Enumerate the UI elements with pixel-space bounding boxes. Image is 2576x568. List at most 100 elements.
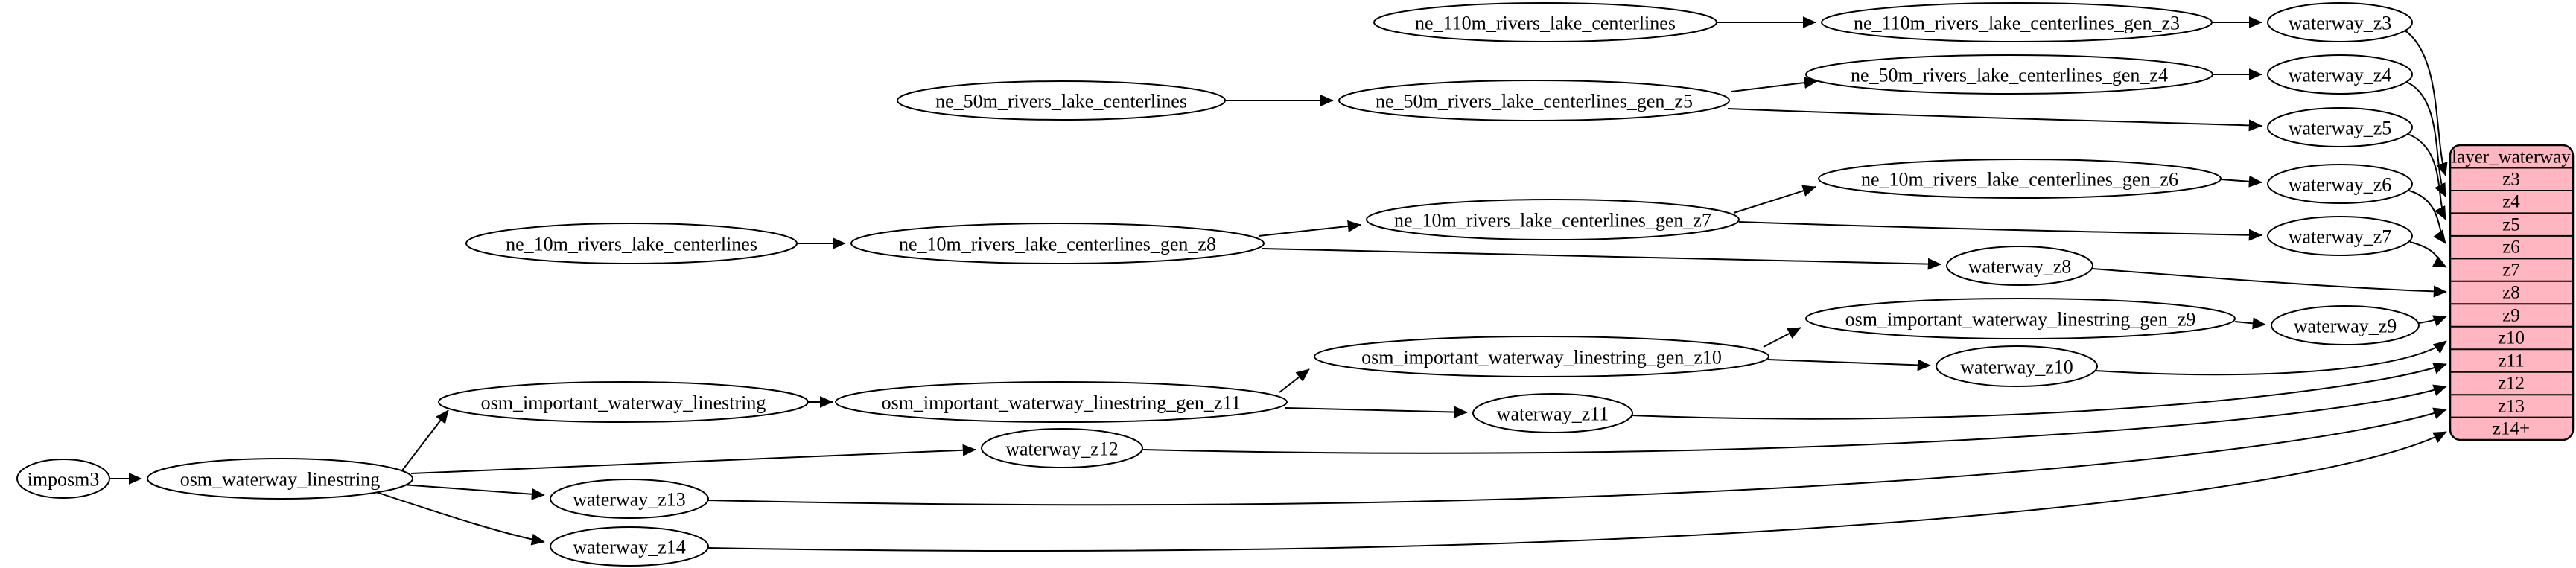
node-shape [2267, 54, 2413, 95]
edge-waterway_z3-to-layer_waterway-z3 [2403, 29, 2448, 176]
node-label: waterway_z13 [573, 489, 686, 511]
node-label: waterway_z14 [573, 537, 686, 558]
node-shape [835, 381, 1288, 423]
edge-ne_50m_rivers_lake_centerlines_gen_z5-to-waterway_z5 [1727, 108, 2262, 132]
edge-osm_waterway_linestring-to-osm_important_waterway_linestring [401, 409, 449, 471]
table-row-z4: z4 [2502, 192, 2520, 212]
node-shape [1373, 2, 1717, 42]
node-label: osm_important_waterway_linestring [481, 392, 766, 414]
node-shape [2267, 107, 2413, 147]
edge-osm_waterway_linestring-to-waterway_z12 [410, 444, 976, 474]
node-label: ne_10m_rivers_lake_centerlines [506, 234, 757, 255]
node-shape [550, 479, 709, 519]
node-ne_50m_rivers_lake_centerlines_gen_z4: ne_50m_rivers_lake_centerlines_gen_z4 [1805, 54, 2213, 95]
edges [109, 16, 2448, 552]
node-shape [2267, 2, 2413, 42]
edge-waterway_z5-to-layer_waterway-z5 [2407, 133, 2446, 220]
node-osm_important_waterway_linestring_gen_z9: osm_important_waterway_linestring_gen_z9 [1805, 298, 2236, 339]
edge-ne_50m_rivers_lake_centerlines_gen_z5-to-ne_50m_rivers_lake_centerlines_gen_z4 [1731, 77, 1818, 92]
table-row-z5: z5 [2502, 215, 2520, 235]
node-shape [1818, 159, 2222, 199]
node-shape [981, 428, 1143, 468]
node-shape [1805, 298, 2236, 339]
node-shape [465, 223, 798, 264]
node-shape [16, 459, 110, 499]
node-ne_50m_rivers_lake_centerlines: ne_50m_rivers_lake_centerlines [897, 80, 1226, 121]
table-title: layer_waterway [2452, 147, 2571, 167]
node-label: ne_10m_rivers_lake_centerlines_gen_z8 [899, 234, 1216, 255]
table-row-z9: z9 [2502, 306, 2520, 326]
node-label: waterway_z12 [1005, 438, 1119, 460]
node-label: ne_50m_rivers_lake_centerlines [935, 91, 1187, 112]
edge-osm_important_waterway_linestring_gen_z10-to-osm_important_waterway_linestring_gen_z9 [1763, 327, 1801, 348]
nodes: imposm3 osm_waterway_linestring osm_impo… [16, 2, 2420, 567]
node-label: waterway_z5 [2289, 118, 2392, 139]
table-row-z10: z10 [2498, 328, 2525, 348]
node-ne_10m_rivers_lake_centerlines_gen_z8: ne_10m_rivers_lake_centerlines_gen_z8 [850, 223, 1265, 264]
edge-waterway_z12-to-layer_waterway-z12 [1142, 384, 2447, 454]
node-osm_important_waterway_linestring: osm_important_waterway_linestring [438, 381, 809, 423]
node-waterway_z7: waterway_z7 [2267, 216, 2413, 256]
node-osm_waterway_linestring: osm_waterway_linestring [147, 458, 413, 500]
node-label: waterway_z9 [2294, 316, 2397, 337]
edge-osm_waterway_linestring-to-waterway_z13 [401, 484, 545, 500]
node-osm_important_waterway_linestring_gen_z10: osm_important_waterway_linestring_gen_z1… [1314, 336, 1769, 377]
edge-waterway_z14-to-layer_waterway-z14 [707, 431, 2447, 552]
node-ne_110m_rivers_lake_centerlines_gen_z3: ne_110m_rivers_lake_centerlines_gen_z3 [1821, 2, 2213, 42]
edge-waterway_z11-to-layer_waterway-z11 [1630, 362, 2447, 420]
node-ne_50m_rivers_lake_centerlines_gen_z5: ne_50m_rivers_lake_centerlines_gen_z5 [1338, 80, 1730, 121]
node-label: waterway_z4 [2289, 65, 2392, 86]
node-shape [2267, 216, 2413, 256]
node-label: osm_important_waterway_linestring_gen_z9 [1845, 309, 2196, 331]
edge-ne_10m_rivers_lake_centerlines_gen_z7-to-waterway_z7 [1738, 221, 2262, 241]
node-shape [850, 223, 1265, 264]
node-osm_important_waterway_linestring_gen_z11: osm_important_waterway_linestring_gen_z1… [835, 381, 1288, 423]
node-shape [1936, 345, 2098, 387]
node-shape [1472, 393, 1633, 433]
table-row-z8: z8 [2502, 283, 2520, 303]
edge-osm_important_waterway_linestring_gen_z11-to-osm_important_waterway_linestring_gen_z10 [1279, 368, 1310, 393]
node-label: osm_important_waterway_linestring_gen_z1… [882, 392, 1241, 414]
node-label: ne_50m_rivers_lake_centerlines_gen_z4 [1851, 65, 2168, 86]
node-label: imposm3 [28, 469, 100, 491]
table-row-z3: z3 [2502, 170, 2520, 190]
node-imposm3: imposm3 [16, 459, 110, 499]
table-row-z7: z7 [2502, 261, 2520, 281]
table-row-z14: z14+ [2493, 419, 2530, 439]
table-row-z12: z12 [2498, 374, 2525, 394]
table-frame [2449, 144, 2575, 441]
node-shape [1946, 246, 2093, 286]
edge-osm_important_waterway_linestring_gen_z10-to-waterway_z10 [1767, 359, 1931, 371]
node-waterway_z4: waterway_z4 [2267, 54, 2413, 95]
node-label: ne_50m_rivers_lake_centerlines_gen_z5 [1376, 91, 1693, 112]
edge-osm_important_waterway_linestring_gen_z9-to-waterway_z9 [2234, 317, 2266, 330]
node-shape [1366, 199, 1740, 240]
node-waterway_z14: waterway_z14 [550, 526, 709, 567]
node-waterway_z6: waterway_z6 [2267, 164, 2413, 204]
node-shape [1338, 80, 1730, 121]
node-label: waterway_z3 [2289, 13, 2392, 34]
node-shape [897, 80, 1226, 121]
node-label: waterway_z6 [2289, 174, 2392, 196]
edge-ne_10m_rivers_lake_centerlines_gen_z7-to-ne_10m_rivers_lake_centerlines_gen_z6 [1733, 185, 1816, 214]
edge-osm_important_waterway_linestring_gen_z11-to-waterway_z11 [1285, 406, 1468, 418]
edge-waterway_z6-to-layer_waterway-z6 [2408, 190, 2446, 244]
node-shape [1805, 54, 2213, 95]
edge-waterway_z4-to-layer_waterway-z4 [2405, 81, 2446, 197]
node-shape [2271, 305, 2420, 345]
node-label: osm_important_waterway_linestring_gen_z1… [1361, 347, 1722, 368]
edge-waterway_z8-to-layer_waterway-z8 [2092, 268, 2447, 298]
node-waterway_z3: waterway_z3 [2267, 2, 2413, 42]
node-label: waterway_z8 [1968, 256, 2072, 278]
node-label: waterway_z11 [1497, 403, 1609, 425]
edge-waterway_z10-to-layer_waterway-z10 [2095, 340, 2447, 376]
node-ne_10m_rivers_lake_centerlines_gen_z7: ne_10m_rivers_lake_centerlines_gen_z7 [1366, 199, 1740, 240]
node-waterway_z8: waterway_z8 [1946, 246, 2093, 286]
node-shape [147, 458, 413, 500]
node-waterway_z10: waterway_z10 [1936, 345, 2098, 387]
node-shape [438, 381, 809, 423]
node-label: ne_10m_rivers_lake_centerlines_gen_z6 [1861, 169, 2178, 191]
edge-waterway_z9-to-layer_waterway-z9 [2418, 315, 2447, 327]
node-shape [1314, 336, 1769, 377]
